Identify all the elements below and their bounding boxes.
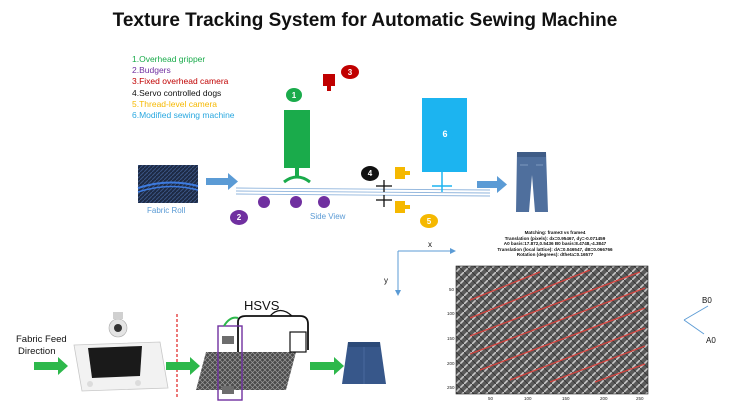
plot-title-line: A0 basis:17.872,0.5436 B0 basis:8.4748,-… bbox=[503, 241, 607, 247]
y-tick: 200 bbox=[447, 361, 455, 366]
axis-x-label: x bbox=[428, 240, 432, 249]
budger-rollers bbox=[258, 196, 330, 208]
fabric-feed-label: Fabric Feed bbox=[16, 334, 67, 345]
b0-label: B0 bbox=[702, 296, 712, 305]
a0-label: A0 bbox=[706, 336, 716, 345]
page-title: Texture Tracking System for Automatic Se… bbox=[112, 10, 618, 31]
fabric-roll-image bbox=[137, 165, 199, 203]
side-view-label: Side View bbox=[310, 212, 346, 221]
fabric-feed-arrow-3 bbox=[310, 357, 344, 375]
servo-dogs-shape bbox=[376, 180, 392, 207]
x-tick: 250 bbox=[636, 396, 644, 401]
marker-1: 1 bbox=[286, 88, 302, 102]
plot-title-line: Matching: frame3 vs frame4 bbox=[524, 230, 586, 235]
component-legend: 1.Overhead gripper 2.Budgers 3.Fixed ove… bbox=[132, 54, 235, 121]
sewing-machine-shape bbox=[422, 98, 467, 192]
marker-3: 3 bbox=[341, 65, 359, 79]
y-tick: 100 bbox=[447, 311, 455, 316]
hsvs-label: HSVS bbox=[244, 298, 280, 313]
skirt-image bbox=[342, 342, 386, 384]
legend-item-budgers: 2.Budgers bbox=[132, 65, 171, 76]
plot-title: Matching: frame3 vs frame4 Translation (… bbox=[440, 230, 670, 258]
fabric-roll-label: Fabric Roll bbox=[147, 206, 186, 215]
texture-plot bbox=[455, 265, 649, 395]
legend-item-servo-dogs: 4.Servo controlled dogs bbox=[132, 87, 222, 98]
y-tick: 50 bbox=[449, 287, 455, 292]
legend-item-thread-camera: 5.Thread-level camera bbox=[132, 98, 218, 109]
marker-2: 2 bbox=[230, 210, 248, 225]
plot-title-line: Translation (pixels): dx=0.95467, dy=-0.… bbox=[504, 235, 606, 241]
basis-vectors bbox=[683, 305, 709, 335]
feed-arrow-1 bbox=[206, 173, 238, 190]
legend-item-sewing-machine: 6.Modified sewing machine bbox=[132, 110, 235, 121]
x-tick: 100 bbox=[524, 396, 532, 401]
plot-title-line: Rotation (degrees): dtheta=0.16577 bbox=[516, 252, 594, 258]
direction-label: Direction bbox=[18, 346, 56, 357]
x-tick: 200 bbox=[600, 396, 608, 401]
legend-item-fixed-camera: 3.Fixed overhead camera bbox=[132, 76, 229, 87]
axis-y-label: y bbox=[384, 276, 388, 285]
fixed-camera-shape bbox=[323, 74, 335, 91]
x-tick: 150 bbox=[562, 396, 570, 401]
feed-arrow-2 bbox=[477, 176, 507, 193]
legend-item-overhead-gripper: 1.Overhead gripper bbox=[132, 54, 206, 64]
marker-4: 4 bbox=[361, 166, 379, 181]
plot-title-line: Translation (local lattice): dA=0.046547… bbox=[497, 246, 613, 252]
marker-6: 6 bbox=[437, 127, 453, 141]
fabric-path-lines bbox=[235, 187, 491, 197]
fabric-feed-arrow-2 bbox=[166, 357, 200, 375]
y-tick: 150 bbox=[447, 336, 455, 341]
fabric-feed-arrow bbox=[34, 357, 68, 375]
hsvs-machine-drawing bbox=[196, 309, 309, 401]
x-tick: 50 bbox=[488, 396, 494, 401]
marker-5: 5 bbox=[420, 214, 438, 228]
thread-camera-shape bbox=[395, 167, 410, 213]
y-tick: 250 bbox=[447, 385, 455, 390]
feed-table-image bbox=[73, 312, 169, 392]
matched-lattice-lines bbox=[469, 269, 646, 383]
xy-axes bbox=[395, 248, 456, 296]
jeans-image bbox=[516, 152, 548, 212]
overhead-gripper-shape bbox=[283, 110, 311, 184]
